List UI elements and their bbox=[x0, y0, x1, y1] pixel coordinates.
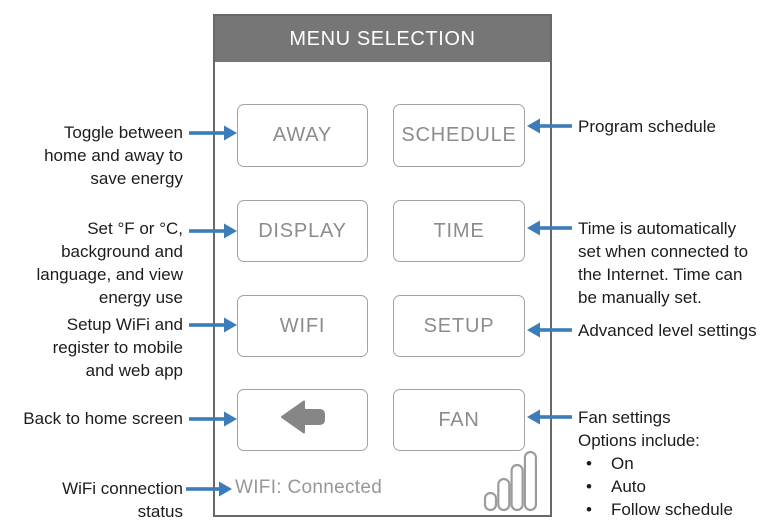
annotation-wifi: Setup WiFi and register to mobile and we… bbox=[0, 313, 183, 382]
annotation-line: energy use bbox=[98, 288, 183, 307]
annotation-display: Set °F or °C, background and language, a… bbox=[0, 217, 183, 309]
annotation-line: Time is automatically bbox=[578, 219, 737, 238]
annotation-line: set when connected to bbox=[578, 242, 749, 261]
button-label: SETUP bbox=[423, 314, 495, 337]
annotation-setup: Advanced level settings bbox=[578, 319, 782, 342]
wifi-button[interactable]: WIFI bbox=[237, 295, 368, 357]
annotation-line: Set °F or °C, bbox=[87, 219, 183, 238]
arrow-left-icon bbox=[527, 409, 572, 425]
annotation-line: status bbox=[137, 502, 183, 521]
annotation-back: Back to home screen bbox=[0, 407, 183, 430]
button-label: AWAY bbox=[272, 124, 333, 146]
back-button[interactable] bbox=[237, 389, 368, 451]
arrow-left-icon bbox=[527, 322, 572, 338]
away-button[interactable]: AWAY bbox=[237, 104, 368, 167]
annotation-line: Program schedule bbox=[578, 117, 716, 136]
fan-option: Follow schedule bbox=[578, 498, 782, 521]
annotation-away: Toggle between home and away to save ene… bbox=[0, 121, 183, 190]
arrow-right-icon bbox=[189, 411, 237, 427]
arrow-right-icon bbox=[189, 317, 237, 333]
annotation-line: Setup WiFi and bbox=[66, 315, 183, 334]
annotation-line: be manually set. bbox=[578, 288, 702, 307]
annotation-line: WiFi connection bbox=[62, 479, 183, 498]
arrow-right-icon bbox=[186, 481, 232, 497]
arrow-right-icon bbox=[189, 125, 237, 141]
button-label: WIFI bbox=[279, 314, 326, 337]
button-label: SCHEDULE bbox=[401, 124, 517, 146]
annotation-line: Advanced level settings bbox=[578, 321, 757, 340]
schedule-button[interactable]: SCHEDULE bbox=[393, 104, 525, 167]
annotation-time: Time is automatically set when connected… bbox=[578, 217, 782, 309]
button-label: DISPLAY bbox=[258, 219, 347, 242]
panel-title: MENU SELECTION bbox=[289, 27, 476, 50]
thermostat-panel: MENU SELECTION AWAY SCHEDULE DISPLAY TIM… bbox=[213, 14, 552, 517]
arrow-left-icon bbox=[527, 220, 572, 236]
annotation-line: register to mobile bbox=[52, 338, 183, 357]
annotation-line: save energy bbox=[90, 169, 183, 188]
wifi-signal-icon bbox=[483, 450, 538, 517]
wifi-status-text: WIFI: Connected bbox=[235, 477, 383, 498]
time-button[interactable]: TIME bbox=[393, 200, 525, 262]
button-label: FAN bbox=[438, 408, 480, 431]
annotation-line: the Internet. Time can bbox=[578, 265, 743, 284]
fan-button[interactable]: FAN bbox=[393, 389, 525, 451]
annotation-line: and web app bbox=[85, 361, 183, 380]
fan-options-list: On Auto Follow schedule bbox=[578, 452, 782, 521]
setup-button[interactable]: SETUP bbox=[393, 295, 525, 357]
annotation-schedule: Program schedule bbox=[578, 115, 782, 138]
annotation-line: Back to home screen bbox=[23, 409, 183, 428]
display-button[interactable]: DISPLAY bbox=[237, 200, 368, 262]
annotation-line: home and away to bbox=[44, 146, 183, 165]
fan-option: On bbox=[578, 452, 782, 475]
fan-option: Auto bbox=[578, 475, 782, 498]
button-label: TIME bbox=[433, 219, 485, 242]
annotation-line: Options include: bbox=[578, 431, 700, 450]
annotation-wifi-status: WiFi connection status bbox=[0, 477, 183, 522]
panel-header: MENU SELECTION bbox=[215, 16, 550, 62]
arrow-left-icon bbox=[527, 118, 572, 134]
back-arrow-icon bbox=[277, 398, 329, 442]
annotation-line: Fan settings bbox=[578, 408, 671, 427]
annotation-line: background and bbox=[61, 242, 183, 261]
annotation-line: language, and view bbox=[36, 265, 183, 284]
annotation-fan: Fan settings Options include: On Auto Fo… bbox=[578, 406, 782, 521]
arrow-right-icon bbox=[189, 223, 237, 239]
annotation-line: Toggle between bbox=[63, 123, 183, 142]
